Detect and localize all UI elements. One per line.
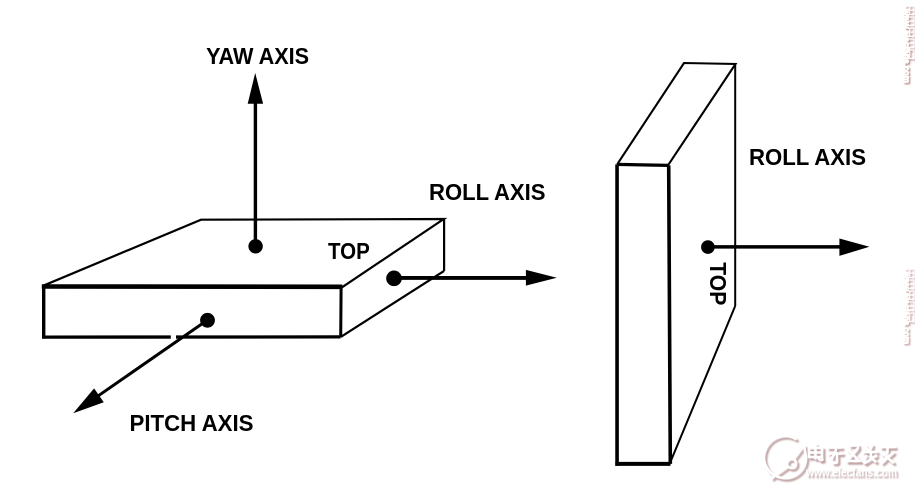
svg-text:YAW AXIS: YAW AXIS (206, 43, 309, 69)
svg-text:TOP: TOP (705, 262, 731, 305)
svg-text:ROLL AXIS: ROLL AXIS (429, 179, 546, 205)
svg-text:PITCH AXIS: PITCH AXIS (130, 410, 254, 436)
svg-text:TOP: TOP (328, 238, 370, 264)
svg-text:ROLL AXIS: ROLL AXIS (749, 144, 866, 170)
